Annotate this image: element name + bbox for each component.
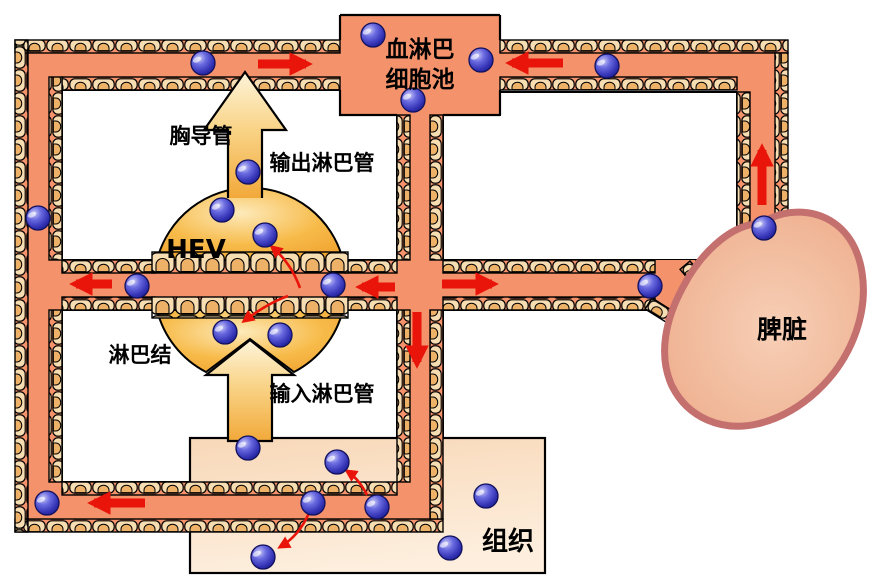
- lymphocyte: [212, 319, 238, 345]
- label-thoracic-duct: 胸导管: [170, 124, 233, 148]
- label-blood-pool-line1: 血淋巴: [386, 36, 455, 63]
- lymphocyte: [320, 272, 346, 298]
- thoracic-duct-arrow: [201, 70, 289, 198]
- lymphocyte: [235, 435, 261, 461]
- lymphocyte: [468, 47, 494, 73]
- lymphocyte: [209, 197, 235, 223]
- lymphocyte: [637, 273, 663, 299]
- flow-arrows: [69, 51, 774, 515]
- lymph-node-lower: [155, 309, 345, 374]
- lymphocyte: [235, 159, 261, 185]
- lymphocyte: [473, 483, 499, 509]
- label-efferent-lymphatic: 输出淋巴管: [270, 151, 375, 175]
- migration-arrow-tissue-down: [277, 512, 311, 549]
- lymphocyte: [34, 490, 60, 516]
- label-hev: HEV: [166, 235, 226, 265]
- migration-arrows: [241, 244, 369, 549]
- lymphocyte: [250, 544, 276, 570]
- vessel-walls: [14, 39, 789, 533]
- hev-wall-bottom: [151, 296, 349, 319]
- lymphocyte: [25, 205, 51, 231]
- lymphocyte: [190, 50, 216, 76]
- lymphocyte: [300, 490, 326, 516]
- hev-wall-top: [151, 251, 349, 274]
- label-blood-pool-line2: 细胞池: [386, 66, 455, 93]
- migration-arrow-hev-up: [269, 244, 302, 289]
- island-upper-right: [442, 91, 738, 261]
- spleen: [661, 208, 867, 430]
- lymphocyte: [252, 222, 278, 248]
- lymphocyte: [364, 494, 390, 520]
- lymphocyte: [437, 535, 463, 561]
- label-tissue: 组织: [482, 526, 534, 557]
- lymphocyte: [124, 273, 150, 299]
- label-spleen: 脾脏: [757, 315, 807, 344]
- lymphocyte: [324, 449, 350, 475]
- label-afferent-lymphatic: 输入淋巴管: [270, 382, 375, 406]
- migration-arrow-tissue-up: [344, 469, 369, 496]
- lymphocyte: [594, 53, 620, 79]
- label-lymph-node: 淋巴结: [109, 343, 172, 367]
- lymphocyte: [267, 322, 293, 348]
- lymphocyte: [360, 22, 386, 48]
- migration-arrow-hev-down: [241, 294, 289, 323]
- lymphocyte: [751, 215, 777, 241]
- blood-pool-border: [338, 13, 502, 117]
